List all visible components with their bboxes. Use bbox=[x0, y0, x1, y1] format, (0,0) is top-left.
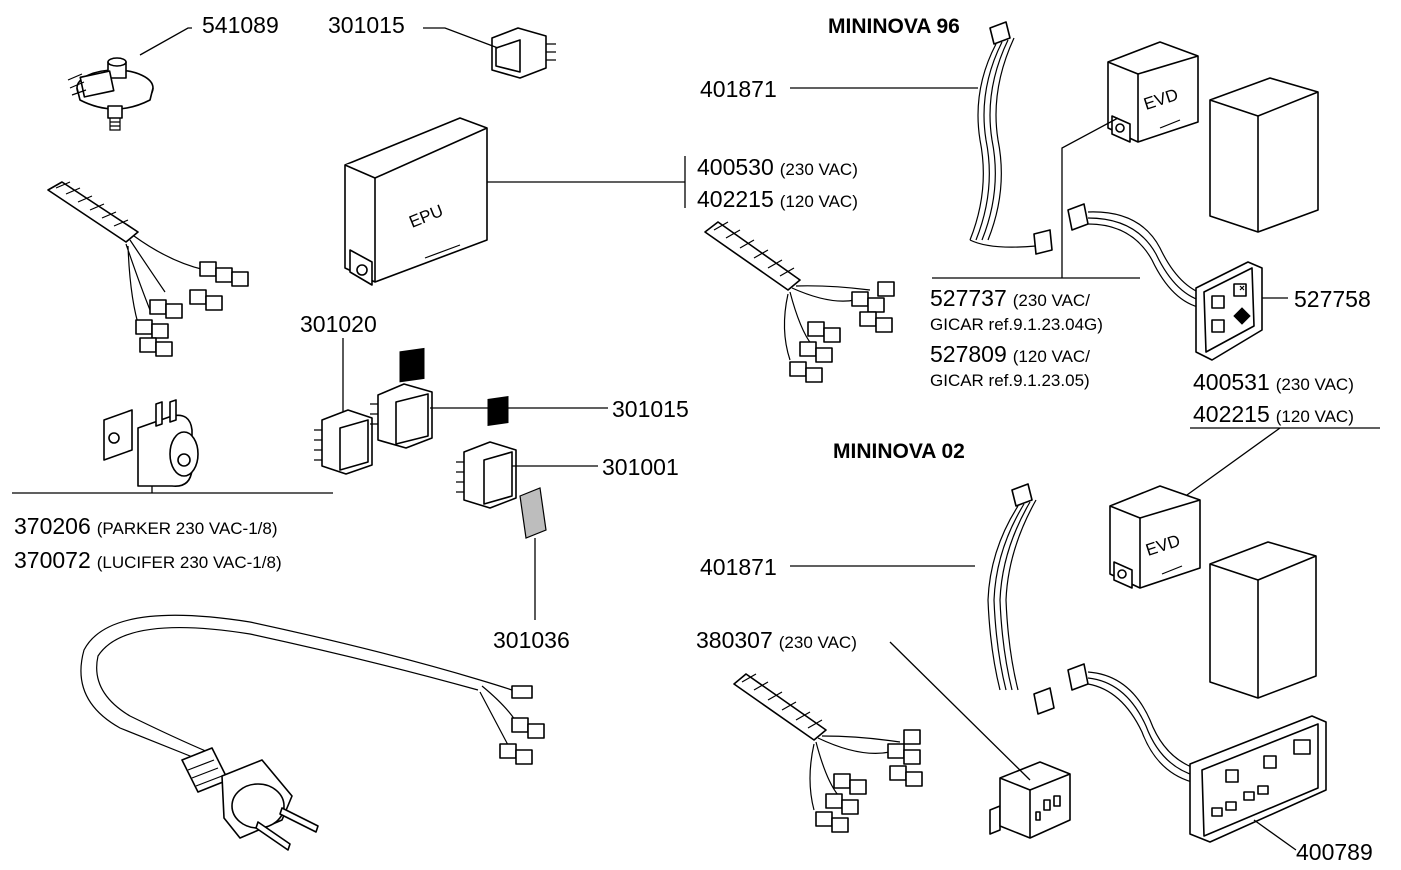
label-527809-num: 527809 bbox=[930, 341, 1007, 367]
label-400789: 400789 bbox=[1296, 839, 1373, 865]
label-370072-note: (LUCIFER 230 VAC-1/8) bbox=[97, 553, 282, 572]
title-mininova-96: MININOVA 96 bbox=[828, 15, 960, 38]
label-402215-a-note: (120 VAC) bbox=[780, 192, 858, 211]
power-cord-drawing bbox=[80, 614, 545, 851]
label-402215-b: 402215 (120 VAC) bbox=[1193, 401, 1354, 427]
label-370206-note: (PARKER 230 VAC-1/8) bbox=[97, 519, 278, 538]
label-527809-note: (120 VAC/ bbox=[1013, 347, 1090, 366]
label-301001: 301001 bbox=[602, 454, 679, 480]
label-370072: 370072 (LUCIFER 230 VAC-1/8) bbox=[14, 547, 282, 573]
label-301015-top: 301015 bbox=[328, 12, 405, 38]
label-527737-num: 527737 bbox=[930, 285, 1007, 311]
label-400531-note: (230 VAC) bbox=[1276, 375, 1354, 394]
label-400530-note: (230 VAC) bbox=[780, 160, 858, 179]
evd-module-02-drawing bbox=[1109, 485, 1201, 589]
label-527737-note: (230 VAC/ bbox=[1013, 291, 1090, 310]
solenoid-valve-drawing bbox=[103, 399, 199, 487]
leader-370206 bbox=[12, 486, 333, 494]
ribbon-cable-02-drawing bbox=[987, 483, 1055, 715]
leader-400530 bbox=[487, 156, 686, 208]
wiring-harness-bottom-drawing bbox=[733, 673, 923, 833]
label-370072-num: 370072 bbox=[14, 547, 91, 573]
label-380307-note: (230 VAC) bbox=[779, 633, 857, 652]
label-402215-a: 402215 (120 VAC) bbox=[697, 186, 858, 212]
evd-module-96-drawing bbox=[1107, 41, 1199, 143]
leader-evd-top bbox=[1061, 117, 1119, 278]
enclosure-box-96-drawing bbox=[1209, 77, 1319, 233]
label-380307: 380307 (230 VAC) bbox=[696, 627, 857, 653]
label-301036: 301036 bbox=[493, 627, 570, 653]
switch-cover-drawing bbox=[519, 487, 547, 539]
label-401871-b: 401871 bbox=[700, 554, 777, 580]
label-527737: 527737 (230 VAC/ bbox=[930, 285, 1090, 311]
label-402215-b-note: (120 VAC) bbox=[1276, 407, 1354, 426]
label-527809: 527809 (120 VAC/ bbox=[930, 341, 1090, 367]
title-mininova-02: MININOVA 02 bbox=[833, 440, 965, 463]
label-370206: 370206 (PARKER 230 VAC-1/8) bbox=[14, 513, 278, 539]
rocker-switch-top-drawing bbox=[491, 27, 556, 79]
label-400530-num: 400530 bbox=[697, 154, 774, 180]
ribbon-cable-96-drawing bbox=[969, 21, 1053, 255]
connector-380307-drawing bbox=[989, 761, 1071, 839]
label-402215-b-num: 402215 bbox=[1193, 401, 1270, 427]
leader-301015-top bbox=[423, 27, 499, 49]
pressure-switch-drawing bbox=[67, 57, 154, 131]
label-401871-a: 401871 bbox=[700, 76, 777, 102]
leader-400531 bbox=[1179, 427, 1380, 501]
ribbon-to-panel-96-drawing bbox=[1067, 203, 1211, 309]
label-541089: 541089 bbox=[202, 12, 279, 38]
label-400530: 400530 (230 VAC) bbox=[697, 154, 858, 180]
leader-541089 bbox=[139, 27, 192, 56]
leader-400789 bbox=[1253, 819, 1297, 851]
label-527737-note2: GICAR ref.9.1.23.04G) bbox=[930, 315, 1103, 334]
label-400531-num: 400531 bbox=[1193, 369, 1270, 395]
label-380307-num: 380307 bbox=[696, 627, 773, 653]
rocker-switch-single-drawing bbox=[456, 396, 517, 509]
wiring-harness-left-drawing bbox=[47, 181, 249, 357]
label-527809-note2: GICAR ref.9.1.23.05) bbox=[930, 371, 1090, 390]
rocker-switch-pair-drawing bbox=[314, 347, 433, 475]
wiring-harness-middle-drawing bbox=[704, 221, 895, 383]
leader-380307 bbox=[889, 641, 1031, 781]
label-402215-a-num: 402215 bbox=[697, 186, 774, 212]
enclosure-box-02-drawing bbox=[1209, 541, 1317, 699]
label-301020: 301020 bbox=[300, 311, 377, 337]
control-panel-02-drawing bbox=[1189, 715, 1327, 843]
label-400531: 400531 (230 VAC) bbox=[1193, 369, 1354, 395]
label-301015-mid: 301015 bbox=[612, 396, 689, 422]
label-370206-num: 370206 bbox=[14, 513, 91, 539]
label-527758: 527758 bbox=[1294, 286, 1371, 312]
ribbon-to-panel-02-drawing bbox=[1067, 663, 1201, 783]
epu-module-drawing bbox=[344, 117, 488, 286]
keypad-96-drawing bbox=[1195, 261, 1263, 361]
